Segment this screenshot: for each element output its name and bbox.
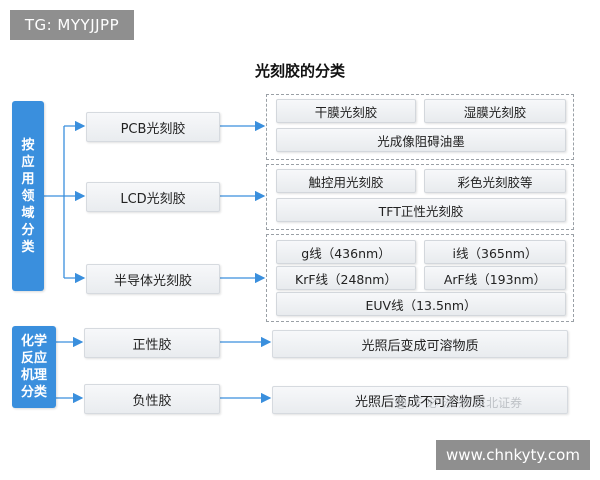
category-application-label: 按应用领域分类 xyxy=(21,137,35,255)
pcb-item: 光成像阻碍油墨 xyxy=(276,128,566,152)
negative-resist-description: 光照后变成不可溶物质 xyxy=(272,386,568,414)
node-negative-resist: 负性胶 xyxy=(84,384,220,414)
node-semiconductor: 半导体光刻胶 xyxy=(86,264,220,294)
group-semiconductor xyxy=(266,234,574,322)
node-pcb: PCB光刻胶 xyxy=(86,112,220,142)
semi-item: EUV线（13.5nm） xyxy=(276,292,566,316)
group-lcd xyxy=(266,164,574,230)
corner-tag: TG: MYYJJPP xyxy=(10,10,134,40)
semi-item: KrF线（248nm） xyxy=(276,266,416,290)
positive-resist-description: 光照后变成可溶物质 xyxy=(272,330,568,358)
pcb-item: 干膜光刻胶 xyxy=(276,99,416,123)
group-pcb xyxy=(266,94,574,160)
category-application: 按应用领域分类 xyxy=(12,101,44,291)
semi-item: g线（436nm） xyxy=(276,240,416,264)
category-chemical-label: 化学反应机理分类 xyxy=(20,334,47,400)
node-positive-resist: 正性胶 xyxy=(84,328,220,358)
category-chemical: 化学反应机理分类 xyxy=(12,326,56,408)
semi-item: ArF线（193nm） xyxy=(424,266,566,290)
diagram-title: 光刻胶的分类 xyxy=(254,62,345,80)
pcb-item: 湿膜光刻胶 xyxy=(424,99,566,123)
site-tag: www.chnkyty.com xyxy=(436,440,590,470)
watermark: @ 下 必 沙 宗 东北证券 xyxy=(395,396,523,410)
lcd-item: TFT正性光刻胶 xyxy=(276,198,566,222)
node-lcd: LCD光刻胶 xyxy=(86,182,220,212)
semi-item: i线（365nm） xyxy=(424,240,566,264)
lcd-item: 触控用光刻胶 xyxy=(276,169,416,193)
lcd-item: 彩色光刻胶等 xyxy=(424,169,566,193)
